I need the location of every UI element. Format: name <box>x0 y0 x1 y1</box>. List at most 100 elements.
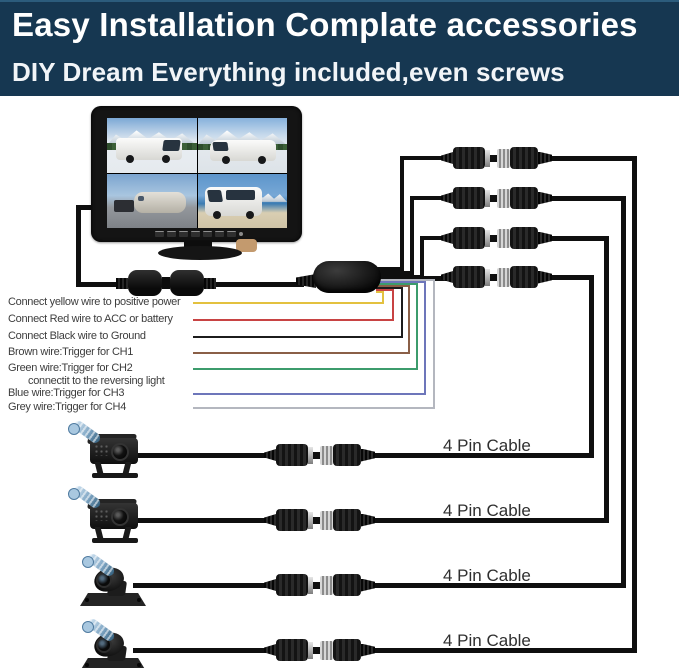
male-plug <box>453 187 485 209</box>
strain-relief <box>264 514 276 526</box>
grey-wire <box>193 407 435 409</box>
camera3-connector-pair <box>264 572 375 598</box>
aviation-connector-pair-3 <box>441 225 552 251</box>
threaded-collar <box>320 510 333 530</box>
black-wire <box>193 336 403 338</box>
screw-head-icon <box>82 621 94 633</box>
header-banner: Easy Installation Complate accessories D… <box>0 0 679 96</box>
metal-ring <box>308 641 313 659</box>
monitor-button[interactable] <box>179 230 188 237</box>
trailer <box>133 192 186 213</box>
metal-ring <box>308 446 313 464</box>
dc-socket <box>170 270 204 296</box>
ir-leds <box>94 509 110 521</box>
wire-label-brown: Brown wire:Trigger for CH1 <box>8 346 134 358</box>
pin-neck <box>490 194 497 202</box>
green-wire <box>193 368 418 370</box>
black-wire <box>401 287 403 338</box>
male-plug <box>453 266 485 288</box>
strain-relief <box>361 643 375 657</box>
female-plug <box>510 147 538 169</box>
monitor-button[interactable] <box>167 230 176 237</box>
truck <box>114 199 134 212</box>
monitor-button[interactable] <box>227 230 236 237</box>
camera2-connector-pair <box>264 507 375 533</box>
cable-label-1: 4 Pin Cable <box>443 436 531 455</box>
camera2-cable <box>370 518 609 523</box>
screw-hole <box>137 663 141 667</box>
junction-box <box>313 261 381 293</box>
monitor-buttons <box>155 230 251 237</box>
strain-relief <box>264 449 276 461</box>
ext-cable-4 <box>589 275 594 458</box>
threaded-collar <box>320 640 333 660</box>
female-plug <box>510 266 538 288</box>
camera4-cable <box>133 648 272 653</box>
side-camera-4 <box>80 617 150 668</box>
cable-label-3: 4 Pin Cable <box>443 566 531 585</box>
strain-relief <box>361 513 375 527</box>
cable-label-4: 4 Pin Cable <box>443 631 531 650</box>
yellow-wire <box>376 291 384 293</box>
camera-lens <box>111 443 129 461</box>
monitor-cable <box>76 205 81 287</box>
metal-ring <box>308 576 313 594</box>
van-vehicle <box>204 186 262 219</box>
black-wire <box>376 287 403 289</box>
van-vehicle <box>210 139 277 164</box>
ext-cable-2 <box>621 196 626 588</box>
ch-cable-3 <box>420 236 447 240</box>
ch-cable-1 <box>374 267 404 271</box>
screen-view-1 <box>107 118 197 173</box>
camera2-cable <box>130 518 272 523</box>
power-cable <box>212 282 304 287</box>
screw-head-icon <box>68 488 80 500</box>
screen-view-3 <box>107 173 197 228</box>
header-subtitle: DIY Dream Everything included,even screw… <box>12 57 565 87</box>
green-wire <box>376 283 418 285</box>
female-plug <box>510 227 538 249</box>
grey-wire <box>433 279 435 409</box>
ext-cable-2 <box>550 196 626 201</box>
monitor-button[interactable] <box>215 230 224 237</box>
male-plug <box>276 509 308 531</box>
pin-neck <box>313 581 320 589</box>
rv-vehicle <box>115 137 183 164</box>
camera3-cable <box>133 583 272 588</box>
monitor-button[interactable] <box>203 230 212 237</box>
desk-edge <box>236 239 257 252</box>
green-wire <box>416 283 418 370</box>
male-plug <box>453 147 485 169</box>
junction-strain-relief <box>296 274 316 288</box>
power-connector <box>116 269 220 297</box>
strain-relief <box>441 152 453 164</box>
dc-plug <box>128 270 162 296</box>
blue-wire <box>424 281 426 395</box>
camera4-cable <box>370 648 637 653</box>
monitor-button[interactable] <box>191 230 200 237</box>
metal-ring <box>485 229 490 247</box>
strain-relief <box>538 270 552 284</box>
metal-ring <box>308 511 313 529</box>
male-plug <box>276 444 308 466</box>
camera1-connector-pair <box>264 442 375 468</box>
mountains <box>242 192 287 202</box>
screw-head-icon <box>82 556 94 568</box>
camera1-cable <box>370 453 594 458</box>
mount-base <box>92 538 138 543</box>
ch-cable-2 <box>410 196 447 200</box>
cable-label-2: 4 Pin Cable <box>443 501 531 520</box>
male-plug <box>453 227 485 249</box>
strain-relief <box>441 232 453 244</box>
mount-flange <box>80 658 146 668</box>
wire-label-red: Connect Red wire to ACC or battery <box>8 313 173 325</box>
ext-cable-1 <box>632 156 637 653</box>
male-plug <box>276 574 308 596</box>
monitor-screen <box>107 118 287 228</box>
ext-cable-1 <box>550 156 637 161</box>
monitor-button[interactable] <box>155 230 164 237</box>
screw-head-icon <box>68 423 80 435</box>
female-plug <box>510 187 538 209</box>
camera3-cable <box>370 583 626 588</box>
wire-label-green: Green wire:Trigger for CH2 <box>8 362 133 374</box>
